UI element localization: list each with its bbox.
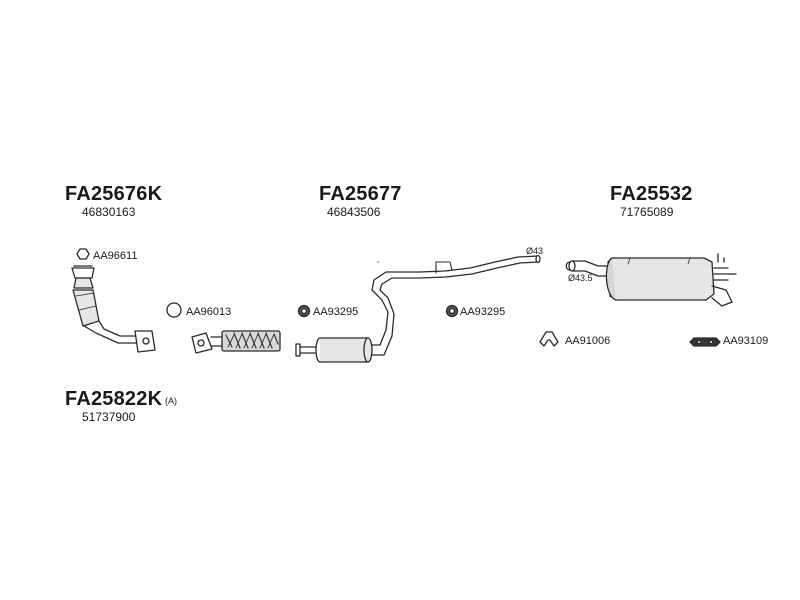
- diameter-label-front: Ø43: [526, 246, 544, 256]
- flex-pipe-drawing: [191, 330, 281, 354]
- sealing-ring-icon-2: [445, 304, 459, 318]
- part-code-catalyst: FA25676K: [65, 183, 163, 205]
- oem-number-rear-silencer: 71765089: [620, 205, 674, 219]
- accessory-label-clamp: AA91006: [565, 335, 611, 347]
- gasket-ring-icon: [166, 302, 182, 318]
- accessory-label-ring-2: AA93295: [460, 306, 506, 318]
- hex-nut-icon: [76, 248, 90, 260]
- exhaust-clamp-icon: [539, 331, 559, 347]
- oem-number-catalyst: 46830163: [82, 205, 136, 219]
- accessory-label-nut: AA96611: [93, 250, 138, 262]
- oem-number-middle-silencer: 46843506: [327, 205, 381, 219]
- accessory-label-hanger: AA93109: [723, 335, 769, 347]
- part-code-rear-silencer: FA25532: [610, 183, 693, 205]
- rear-silencer-drawing: [565, 253, 737, 307]
- accessory-label-gasket: AA96013: [186, 306, 232, 318]
- part-code-kit: FA25822K: [65, 388, 163, 410]
- sealing-ring-icon: [297, 304, 311, 318]
- oem-number-kit: 51737900: [82, 410, 136, 424]
- catalytic-converter-drawing: [71, 265, 156, 353]
- rubber-hanger-icon: [689, 337, 721, 347]
- part-code-middle-silencer: FA25677: [319, 183, 402, 205]
- accessory-label-ring-1: AA93295: [313, 306, 359, 318]
- middle-silencer-drawing: [295, 254, 541, 363]
- diameter-label-rear: Ø43.5: [568, 273, 593, 283]
- part-code-kit-suffix: (A): [165, 396, 177, 406]
